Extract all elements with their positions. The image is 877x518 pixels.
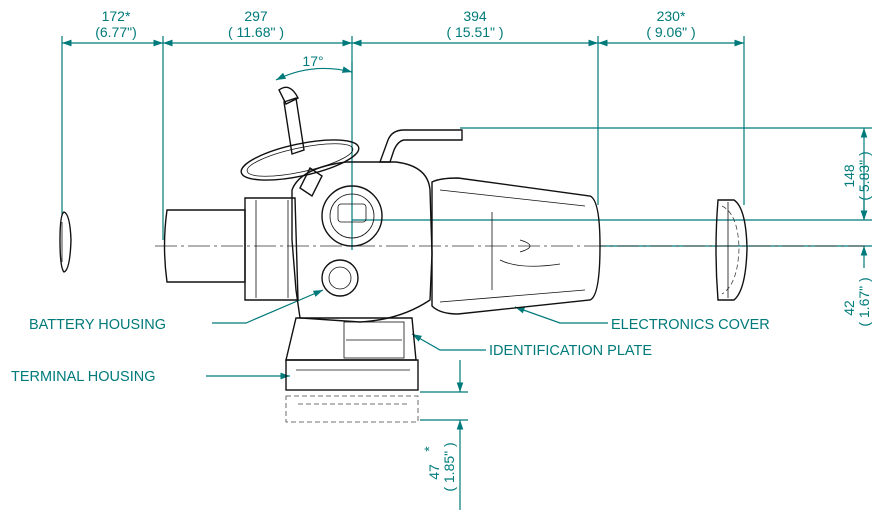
handwheel-hub	[299, 166, 323, 198]
dim-230-in: ( 9.06" )	[646, 24, 695, 40]
identification-plate	[343, 321, 405, 359]
dimension-lines	[61, 36, 872, 510]
display-window	[321, 185, 383, 247]
battery-cap	[321, 259, 359, 297]
dim-297-in: ( 11.68" )	[228, 24, 284, 40]
leader-electronics-cover	[514, 306, 608, 324]
angle-label: 17°	[302, 53, 323, 69]
dim-42-in: ( 1.67" )	[856, 277, 872, 326]
dim-297-mm: 297	[244, 8, 268, 24]
callout-labels: BATTERY HOUSING ELECTRONICS COVER IDENTI…	[11, 317, 770, 385]
dim-230-mm: 230*	[657, 8, 686, 24]
left-motor-housing	[163, 209, 246, 283]
handwheel-knob	[283, 97, 305, 155]
label-identification-plate: IDENTIFICATION PLATE	[489, 343, 652, 359]
removed-electronics-cover	[715, 199, 748, 301]
dim-394-in: ( 15.51" )	[446, 24, 503, 40]
dim-47-star: *	[421, 446, 437, 452]
dimension-text: 172* (6.77") 297 ( 11.68" ) 394 ( 15.51"…	[95, 8, 872, 492]
terminal-housing	[285, 359, 419, 391]
dim-172-mm: 172*	[102, 8, 131, 24]
angle-arc	[275, 66, 353, 81]
top-handle	[379, 129, 463, 163]
label-terminal-housing: TERMINAL HOUSING	[11, 369, 155, 385]
leader-identification-plate	[411, 333, 486, 351]
dim-42-mm: 42	[841, 300, 857, 316]
dim-394-mm: 394	[463, 8, 487, 24]
removed-terminal-cover	[285, 395, 419, 423]
terminal-housing-upper	[285, 317, 417, 361]
label-battery-housing: BATTERY HOUSING	[29, 317, 166, 333]
removed-cap-left	[59, 211, 72, 273]
electronics-compartment	[431, 177, 601, 315]
dim-148-in: ( 5.83" )	[856, 151, 872, 200]
actuator-outline	[59, 86, 748, 423]
dim-47-in: ( 1.85" )	[441, 442, 457, 491]
label-electronics-cover: ELECTRONICS COVER	[611, 317, 770, 333]
dim-47-mm: 47	[426, 464, 442, 480]
handwheel	[240, 139, 360, 181]
central-housing	[291, 161, 433, 323]
dim-172-in: (6.77")	[95, 24, 137, 40]
dim-148-mm: 148	[841, 164, 857, 188]
left-flange	[244, 197, 299, 301]
